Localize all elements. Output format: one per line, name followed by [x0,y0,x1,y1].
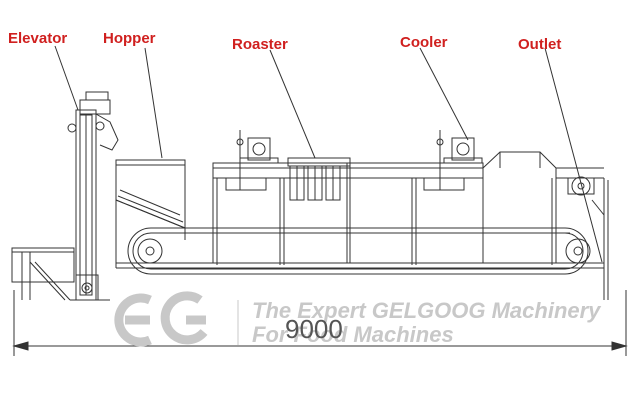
label-cooler: Cooler [400,34,448,51]
dimension-line [12,290,628,356]
label-outlet: Outlet [518,36,562,53]
label-hopper: Hopper [103,30,156,47]
watermark-line2: For Food Machines [252,322,454,347]
roaster-fan [225,130,279,191]
roaster-filters [287,157,351,201]
watermark-line1: The Expert GELGOOG Machinery [252,298,601,323]
hopper-drawing [115,159,186,240]
dimension-label: 9000 [285,314,343,344]
machine-frame [115,151,609,300]
label-roaster: Roaster [232,36,288,53]
leader-lines [54,45,603,263]
elevator-drawing [11,91,119,301]
cooler-fan [423,130,483,191]
label-elevator: Elevator [8,30,68,47]
outlet-motor [567,176,605,216]
conveyor-belt [127,227,591,275]
watermark-logo [114,291,208,347]
